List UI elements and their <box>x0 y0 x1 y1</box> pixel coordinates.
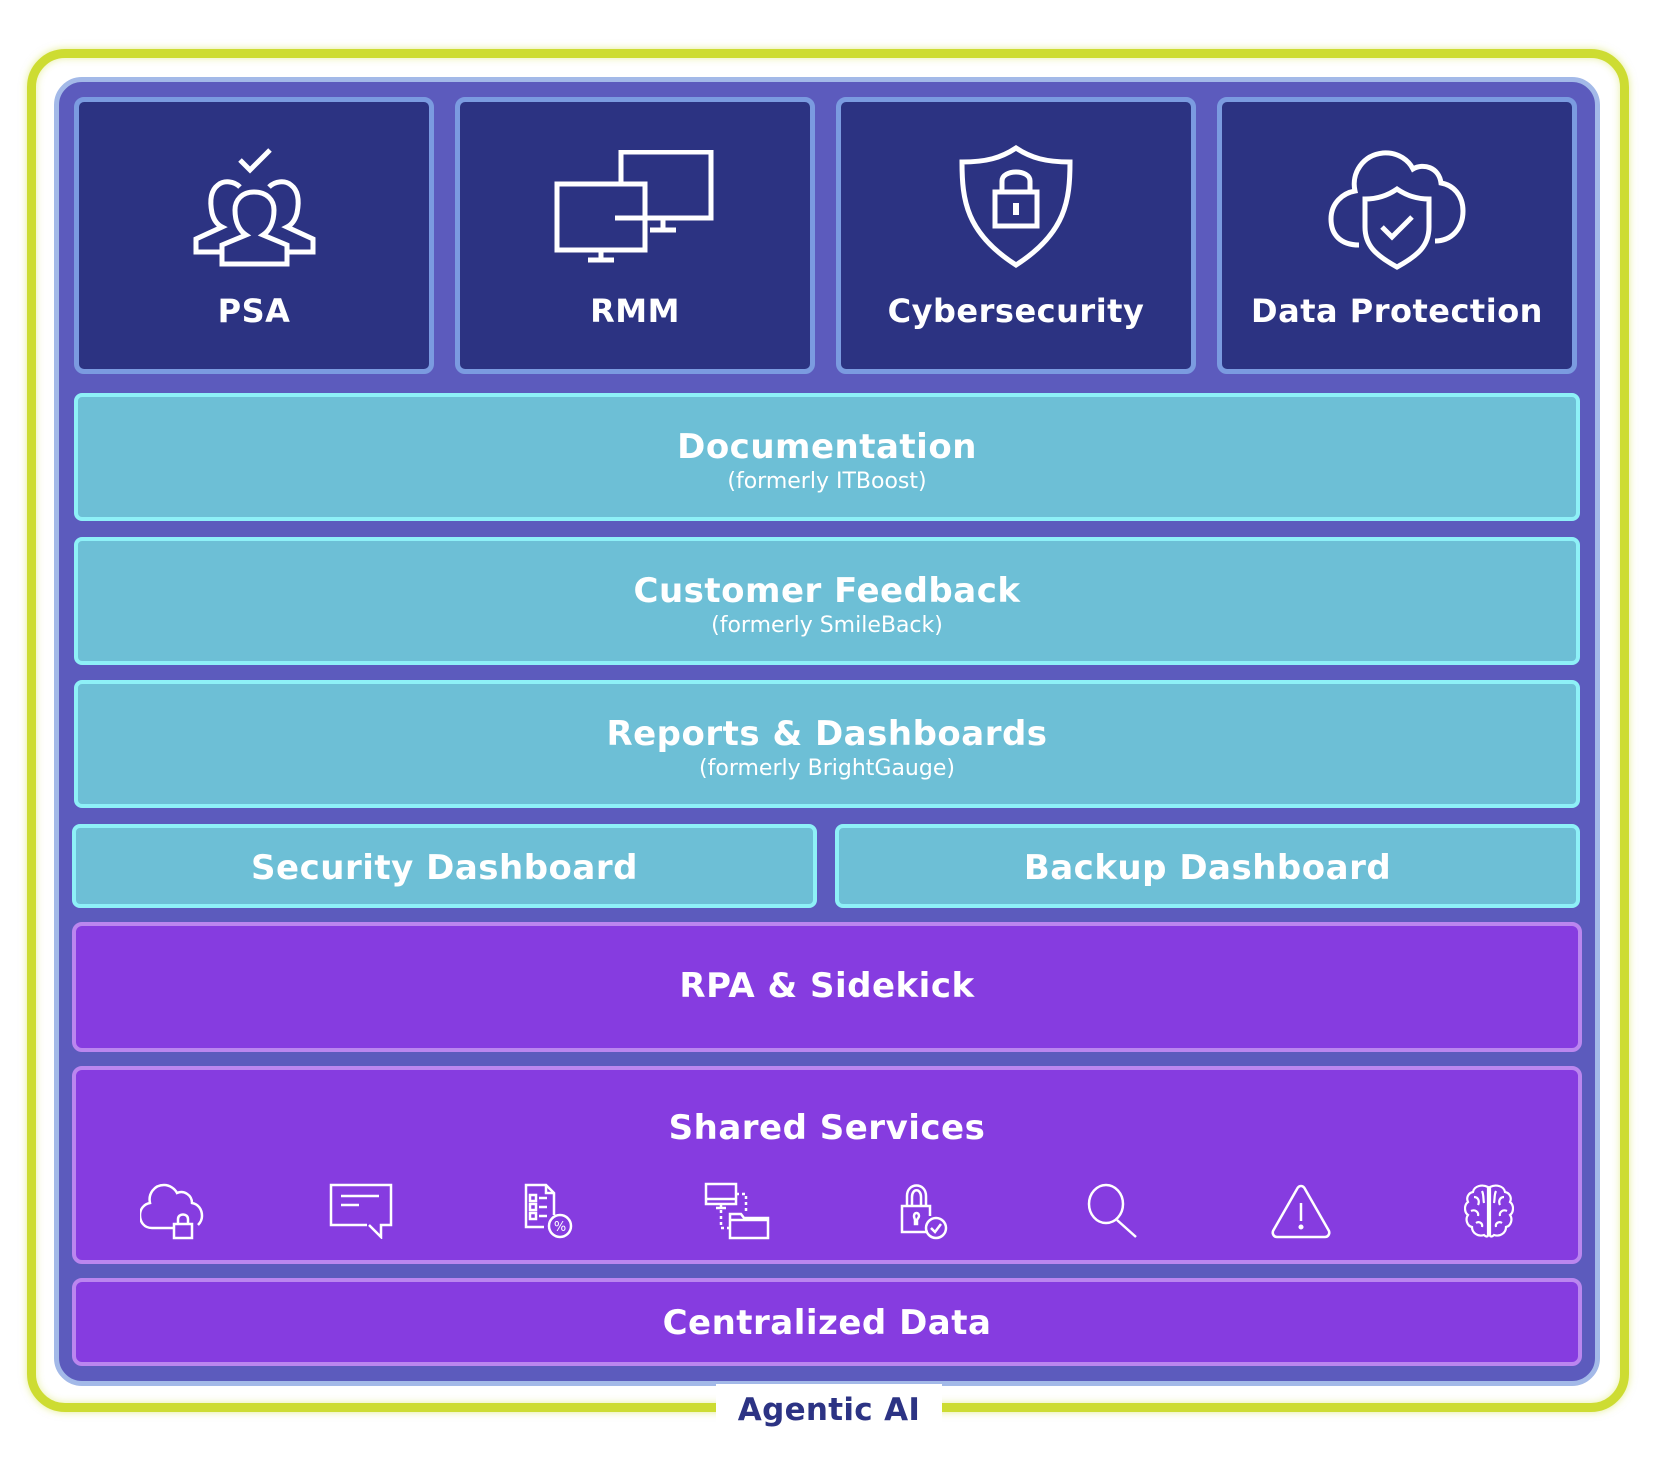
product-label: Cybersecurity <box>887 292 1145 330</box>
shield-lock-icon <box>841 142 1191 272</box>
band-title: Security Dashboard <box>251 848 638 888</box>
layer-shared-services[interactable]: Shared Services <box>72 1066 1582 1264</box>
layer-centralized-data[interactable]: Centralized Data <box>72 1278 1582 1366</box>
search-icon <box>1078 1178 1148 1244</box>
product-label: PSA <box>217 292 291 330</box>
shared-services-icons: % <box>76 1178 1578 1248</box>
cloud-lock-icon <box>138 1178 208 1244</box>
brain-icon <box>1454 1178 1524 1244</box>
band-documentation[interactable]: Documentation (formerly ITBoost) <box>74 393 1580 521</box>
band-title: Customer Feedback <box>633 571 1021 611</box>
layer-rpa-sidekick[interactable]: RPA & Sidekick <box>72 922 1582 1052</box>
band-backup-dashboard[interactable]: Backup Dashboard <box>835 824 1580 908</box>
band-security-dashboard[interactable]: Security Dashboard <box>72 824 817 908</box>
band-title: Documentation <box>677 427 977 467</box>
checklist-percent-icon: % <box>514 1178 584 1244</box>
padlock-check-icon <box>890 1178 960 1244</box>
layer-title: RPA & Sidekick <box>679 966 975 1006</box>
chat-message-icon <box>326 1178 396 1244</box>
product-tile-data-protection[interactable]: Data Protection <box>1217 97 1577 374</box>
product-label: RMM <box>590 292 680 330</box>
network-folder-icon <box>702 1178 772 1244</box>
band-reports-dashboards[interactable]: Reports & Dashboards (formerly BrightGau… <box>74 680 1580 808</box>
layer-title: Shared Services <box>668 1108 986 1148</box>
product-tile-rmm[interactable]: RMM <box>455 97 815 374</box>
agentic-ai-label: Agentic AI <box>716 1384 942 1436</box>
cloud-shield-check-icon <box>1222 142 1572 272</box>
users-check-icon <box>79 142 429 272</box>
band-customer-feedback[interactable]: Customer Feedback (formerly SmileBack) <box>74 537 1580 665</box>
layer-title: Centralized Data <box>662 1303 992 1343</box>
dual-monitor-icon <box>460 142 810 272</box>
product-tile-psa[interactable]: PSA <box>74 97 434 374</box>
band-title: Reports & Dashboards <box>606 714 1048 754</box>
product-tile-cybersecurity[interactable]: Cybersecurity <box>836 97 1196 374</box>
band-subtitle: (formerly ITBoost) <box>727 469 927 494</box>
band-subtitle: (formerly SmileBack) <box>711 613 943 638</box>
svg-text:%: % <box>554 1220 566 1235</box>
band-subtitle: (formerly BrightGauge) <box>699 756 955 781</box>
band-title: Backup Dashboard <box>1023 848 1392 888</box>
warning-icon <box>1266 1178 1336 1244</box>
product-label: Data Protection <box>1251 292 1543 330</box>
